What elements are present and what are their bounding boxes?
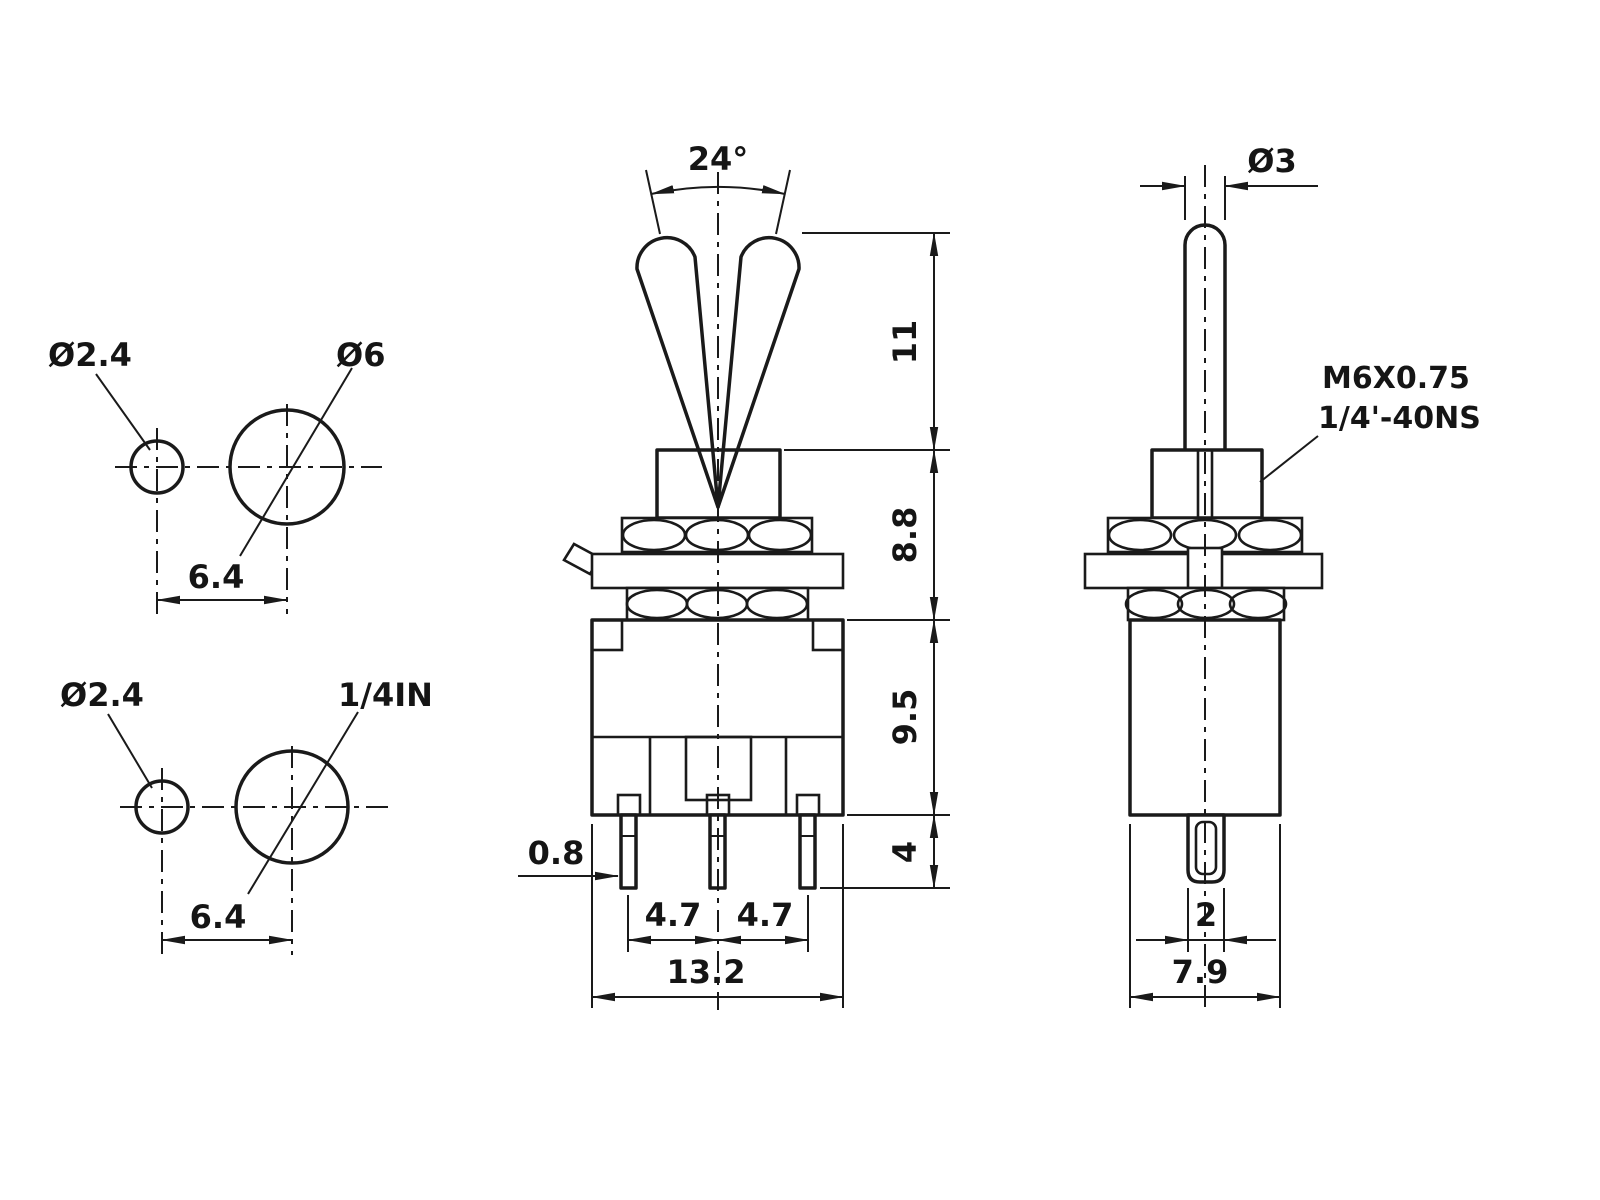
angle-label: 24°	[688, 140, 749, 178]
body-corner-notch	[590, 618, 624, 652]
terminal-thickness-label: 0.8	[528, 834, 585, 872]
side-terminal-width-dim: 2	[1136, 888, 1276, 952]
small-hole-circle	[134, 779, 190, 835]
front-view: 24° 11 8.8 9.5 4 0.8 4.7 4.7	[518, 140, 950, 1010]
panel-top-left: Ø2.4 Ø6 6.4	[48, 336, 385, 614]
terminal-pin-left	[619, 813, 638, 890]
nut-facet	[747, 518, 813, 552]
side-view: Ø3 M6X0.75 1/4'-40NS 2 7.9	[1083, 142, 1481, 1010]
front-angle-dim: 24°	[645, 140, 791, 235]
angle-ext-line	[775, 169, 791, 235]
toggle-lever-right-position	[716, 235, 801, 509]
terminal-width-label: 2	[1195, 896, 1217, 934]
front-height-dims: 11 8.8 9.5 4	[784, 232, 950, 889]
pitch-left-label: 4.7	[645, 896, 702, 934]
nut-facet	[1237, 518, 1303, 552]
lever-diameter-label: Ø3	[1247, 142, 1296, 180]
thread-metric-label: M6X0.75	[1322, 361, 1470, 396]
nut-facet	[1107, 518, 1173, 552]
leader-line	[247, 711, 359, 895]
leader-line	[107, 713, 153, 789]
panel-bottom-left: Ø2.4 1/4IN 6.4	[60, 676, 433, 955]
overall-depth-label: 7.9	[1172, 953, 1229, 991]
lever-height-label: 11	[886, 320, 924, 365]
angle-ext-line	[645, 169, 661, 235]
large-hole-label: 1/4IN	[338, 676, 433, 714]
nut-facet	[1228, 588, 1288, 620]
thread-leader-line	[1259, 435, 1319, 483]
terminal-pin-right	[798, 813, 817, 890]
small-hole-label: Ø2.4	[60, 676, 144, 714]
nut-facet	[1124, 588, 1184, 620]
body-corner-notch	[811, 618, 845, 652]
spacing-dim-label: 6.4	[188, 558, 245, 596]
nut-facet	[745, 588, 809, 620]
bushing-height-label: 8.8	[886, 507, 924, 564]
small-hole-label: Ø2.4	[48, 336, 132, 374]
front-bottom-dims: 0.8 4.7 4.7 13.2	[518, 824, 844, 1008]
overall-width-label: 13.2	[667, 953, 746, 991]
body-height-label: 9.5	[886, 689, 924, 746]
terminal-length-label: 4	[886, 841, 924, 863]
large-hole-circle	[234, 749, 350, 865]
toggle-lever-left-position	[635, 235, 720, 509]
side-lever-dia-dim: Ø3	[1140, 142, 1318, 220]
pitch-right-label: 4.7	[737, 896, 794, 934]
small-hole-circle	[129, 439, 185, 495]
angle-arc	[650, 185, 786, 195]
large-hole-circle	[228, 408, 346, 526]
thread-imperial-label: 1/4'-40NS	[1318, 401, 1481, 436]
large-hole-label: Ø6	[336, 336, 385, 374]
side-depth-dim: 7.9	[1129, 824, 1281, 1008]
spacing-dim-label: 6.4	[190, 898, 247, 936]
leader-line	[95, 373, 151, 451]
leader-line	[239, 367, 353, 557]
bushing-side	[1150, 448, 1264, 520]
thread-callout: M6X0.75 1/4'-40NS	[1259, 361, 1481, 483]
